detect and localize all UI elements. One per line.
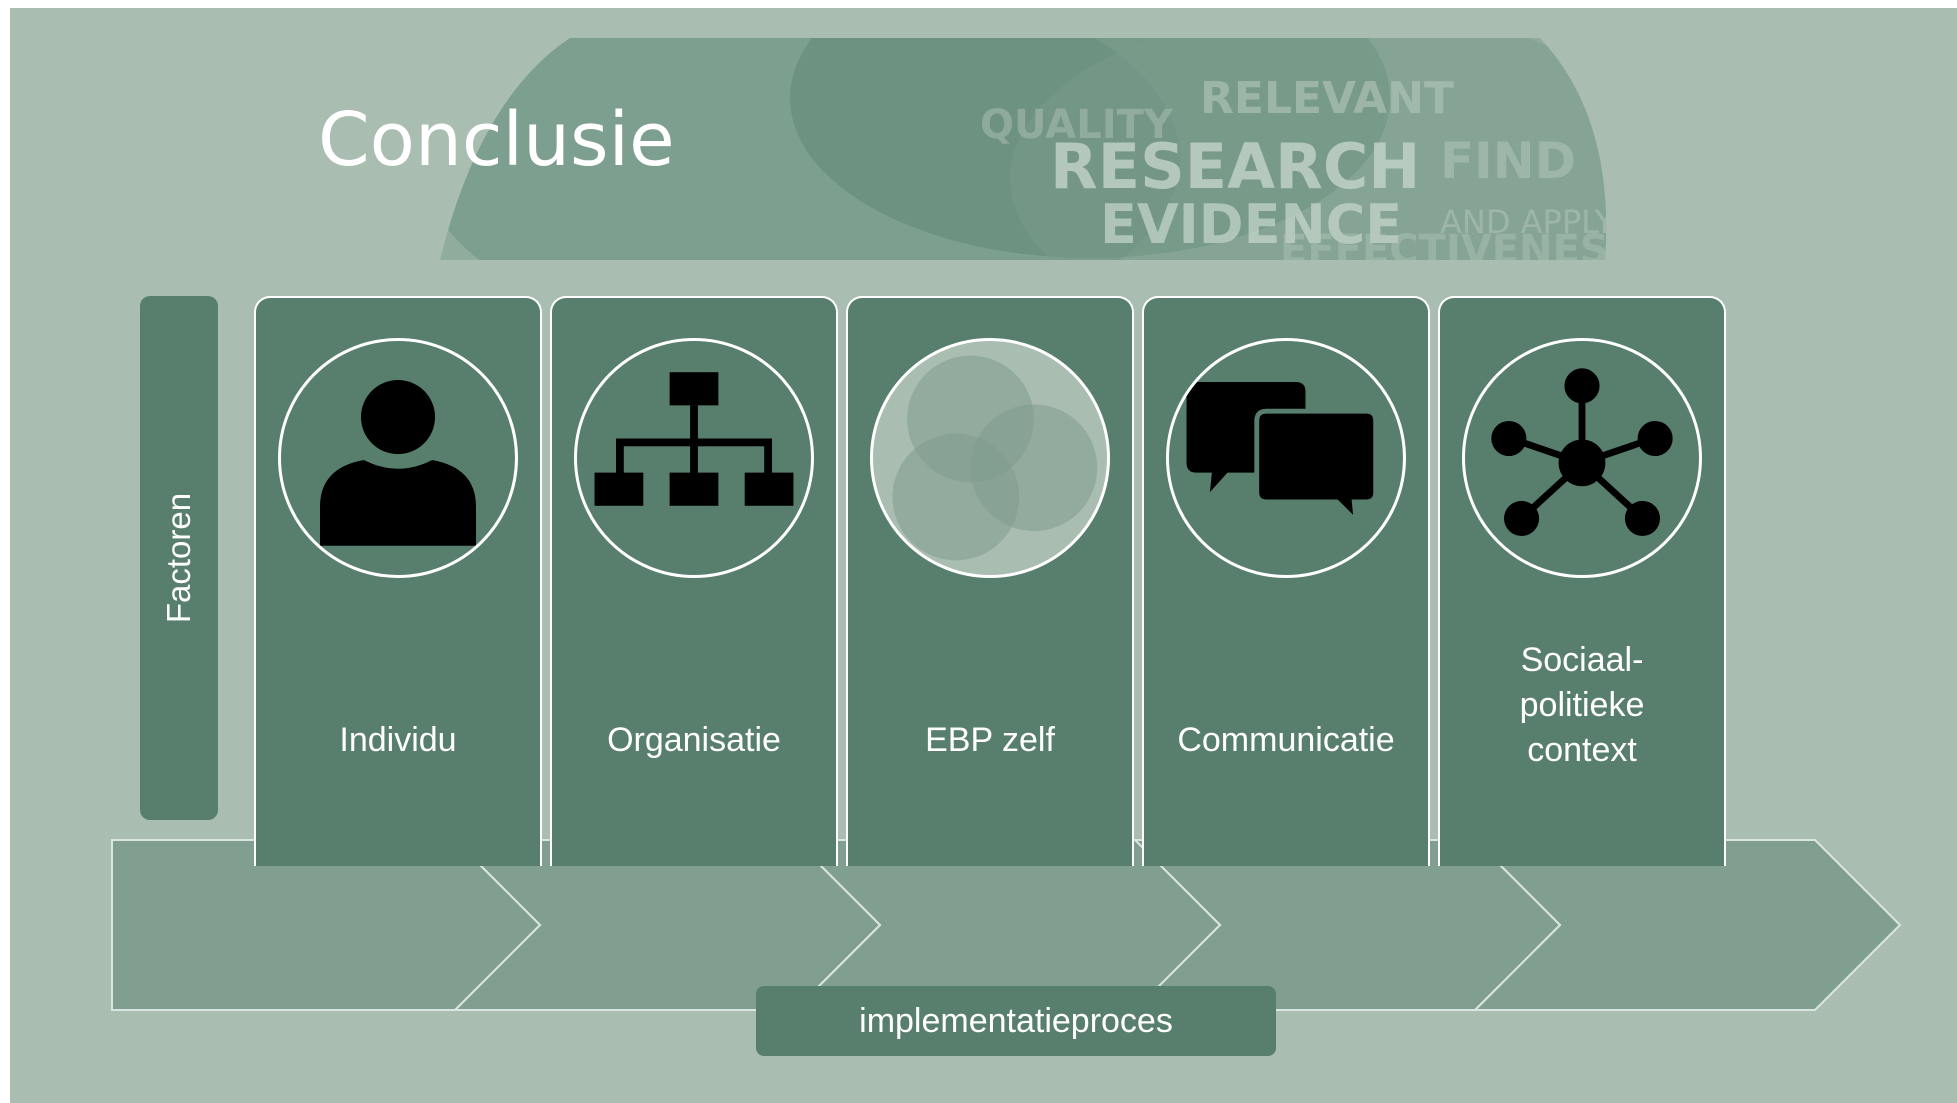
icon-circle — [574, 338, 814, 578]
banner-word: FIND — [1440, 132, 1576, 190]
factor-card-individu: Individu — [254, 296, 542, 866]
factor-card-organisatie: Organisatie — [550, 296, 838, 866]
icon-circle — [870, 338, 1110, 578]
factors-label-bar: Factoren — [140, 296, 218, 820]
factor-label: Sociaal- politieke context — [1519, 641, 1645, 769]
factor-card-communicatie: Communicatie — [1142, 296, 1430, 866]
banner-word: RELEVANT — [1200, 73, 1454, 124]
venn-icon — [892, 355, 1098, 561]
icon-circle — [1462, 338, 1702, 578]
factor-label: EBP zelf — [925, 721, 1055, 759]
word-cloud-banner: RESEARCH EVIDENCE RELEVANT FIND AND APPL… — [440, 38, 1620, 260]
icon-circle — [278, 338, 518, 578]
network-icon — [1491, 368, 1673, 536]
slide: RESEARCH EVIDENCE RELEVANT FIND AND APPL… — [10, 8, 1957, 1103]
person-icon — [320, 380, 476, 546]
factor-label: Communicatie — [1177, 721, 1395, 759]
banner-word: EVIDENCE — [1100, 193, 1402, 256]
banner-word: AND APPLY — [1440, 203, 1615, 241]
banner-word: QUALITY — [980, 102, 1174, 148]
icon-circle — [1166, 338, 1406, 578]
org-chart-icon — [594, 372, 794, 506]
banner-word: EFFECTIVENESS — [1280, 227, 1620, 260]
factors-label: Factoren — [160, 492, 197, 624]
slide-title: Conclusie — [318, 97, 675, 183]
factor-label: Organisatie — [607, 721, 781, 759]
factor-label: Individu — [339, 721, 457, 759]
process-label: implementatieproces — [756, 986, 1276, 1056]
factor-card-sociaal-politieke-context: Sociaal- politieke context — [1438, 296, 1726, 866]
banner-word: RESEARCH — [1050, 130, 1420, 203]
speech-bubbles-icon — [1186, 381, 1379, 528]
factor-card-ebp-zelf: EBP zelf — [846, 296, 1134, 866]
